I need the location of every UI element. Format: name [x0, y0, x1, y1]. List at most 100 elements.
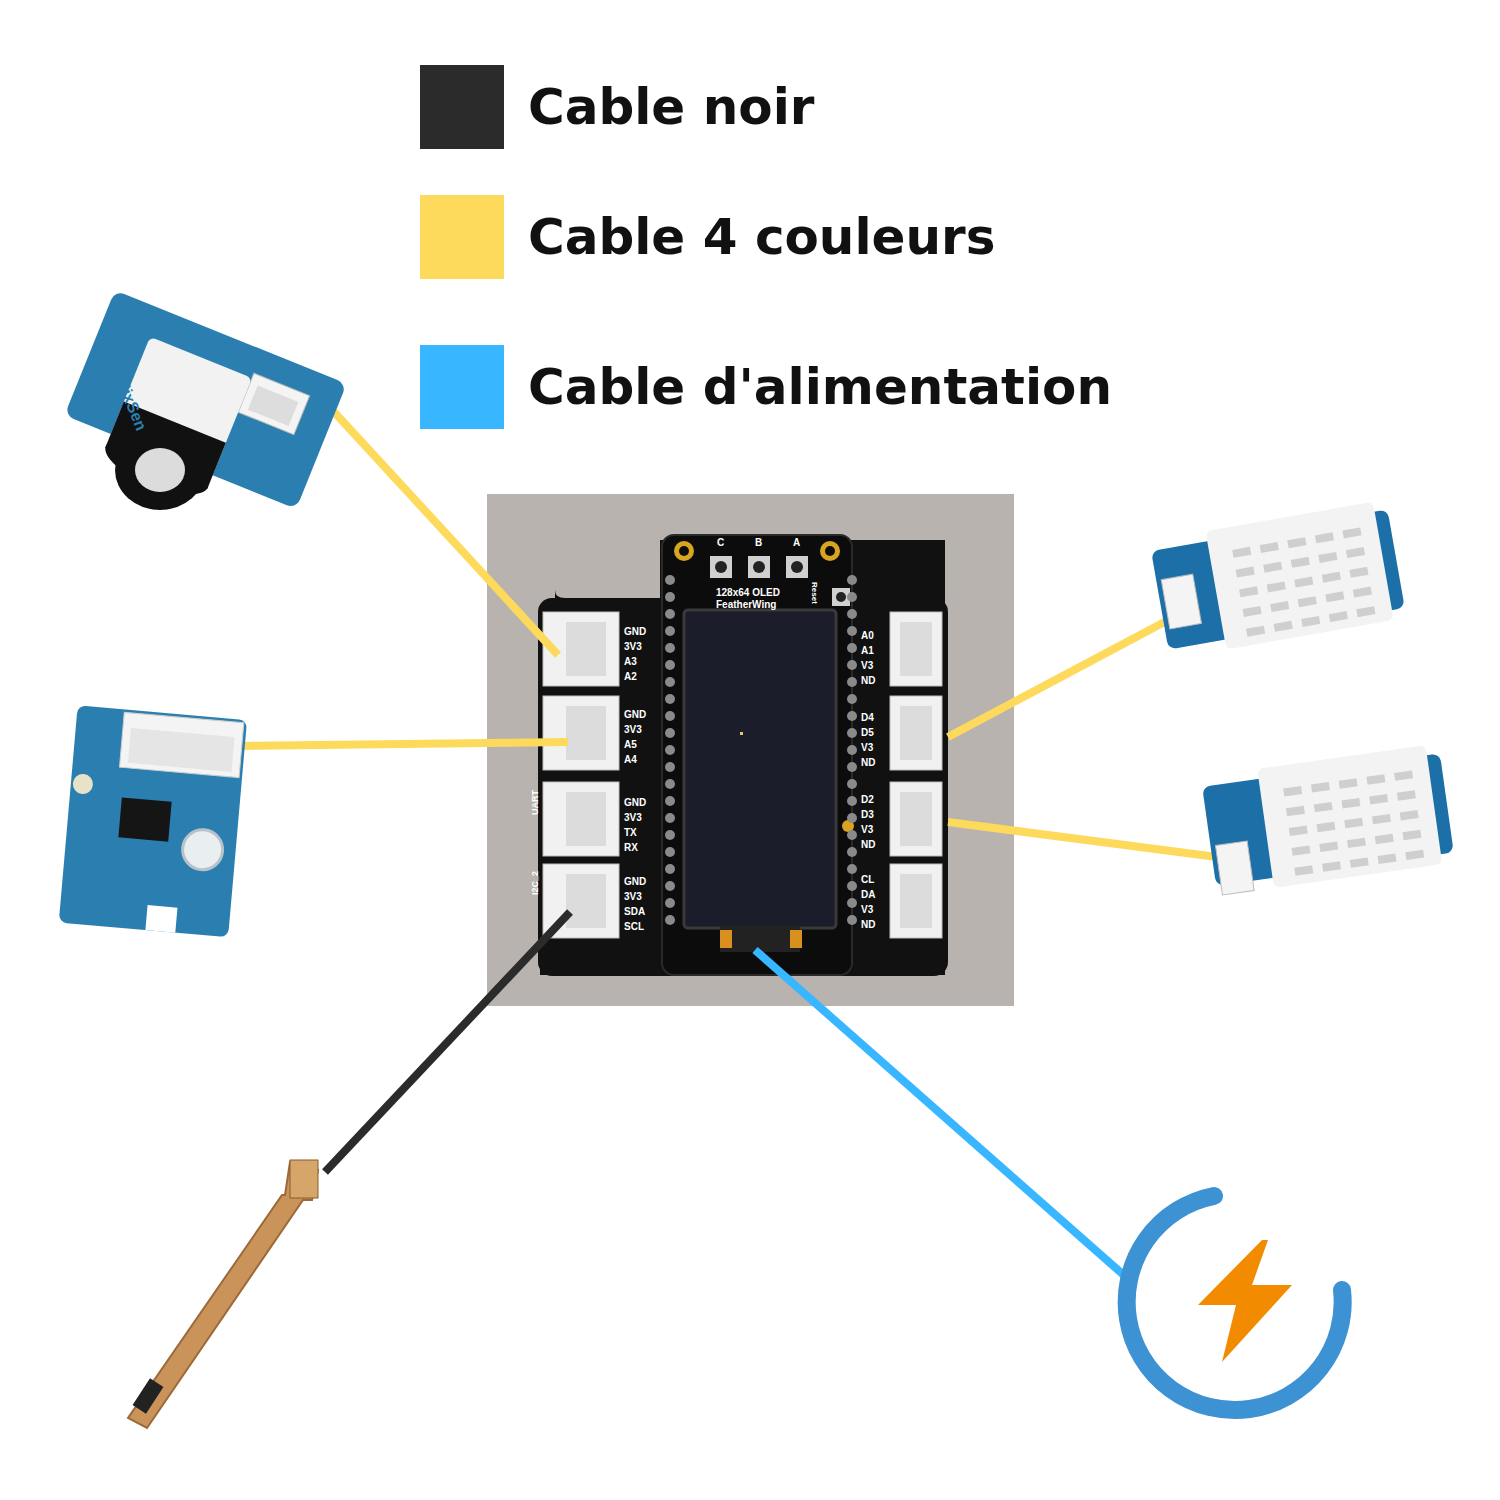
header-pin	[665, 898, 675, 908]
header-pin	[665, 575, 675, 585]
pin-label: ND	[861, 840, 875, 850]
pin-label: A5	[624, 740, 637, 750]
header-pin	[847, 796, 857, 806]
grove-port	[900, 792, 932, 846]
pin-label: GND	[624, 627, 646, 637]
sensor-grille	[1283, 786, 1302, 796]
pin-label: ND	[861, 676, 875, 686]
grove-port	[900, 874, 932, 928]
pin-label: 3V3	[624, 813, 642, 823]
gas-sensor	[52, 290, 347, 539]
header-pin	[847, 915, 857, 925]
sensor-grille	[1291, 557, 1310, 568]
sensor-grille	[1263, 562, 1282, 573]
sensor-grille	[1294, 865, 1313, 875]
pin-label: A3	[624, 657, 637, 667]
pin-label: 128x64 OLED	[716, 588, 780, 598]
sensor-grille	[1301, 616, 1320, 627]
header-pin	[665, 711, 675, 721]
sensor-grille	[1322, 861, 1341, 871]
light-sensor	[59, 705, 247, 937]
pin-label: C	[717, 538, 724, 548]
sensor-grille	[1350, 857, 1369, 867]
grove-port	[566, 792, 606, 846]
push-buttons	[710, 556, 850, 606]
pin-label: RX	[624, 843, 638, 853]
pin-label: A2	[624, 672, 637, 682]
sensor-grille	[1378, 854, 1397, 864]
pin-label: 3V3	[624, 642, 642, 652]
header-pin	[847, 592, 857, 602]
grove-port	[890, 782, 942, 856]
sensor-grille	[1353, 587, 1372, 598]
sensor-grille	[1319, 842, 1338, 852]
mount-hole	[674, 541, 694, 561]
pin-label: A	[793, 538, 800, 548]
sensor-grille	[1318, 552, 1337, 563]
header-pin	[665, 864, 675, 874]
sensor-grille	[1349, 567, 1368, 578]
sensor-grille	[1267, 581, 1286, 592]
grove-port	[543, 782, 619, 856]
power-cable	[755, 950, 1135, 1285]
sensor-grille	[1356, 606, 1375, 617]
sensor-grille	[1372, 814, 1391, 824]
sensor-grille	[1369, 794, 1388, 804]
header-pin	[847, 609, 857, 619]
header-pin	[847, 779, 857, 789]
sensor-grille	[1315, 532, 1334, 543]
yellow-cable	[948, 618, 1172, 737]
pin-label: ND	[861, 758, 875, 768]
legend-text: Cable 4 couleurs	[528, 212, 996, 262]
carrier-board	[538, 598, 948, 976]
pin-label: V3	[861, 825, 873, 835]
pin-label: SCL	[624, 922, 644, 932]
header-pin	[665, 626, 675, 636]
pin-label: DA	[861, 890, 875, 900]
pin-label: GND	[624, 710, 646, 720]
flex-sensor	[128, 1160, 318, 1428]
sensor-grille	[1292, 845, 1311, 855]
pin-label: CL	[861, 875, 874, 885]
pin-label: FeatherWing	[716, 600, 776, 610]
sensor-grille	[1397, 790, 1416, 800]
grove-port	[543, 696, 619, 770]
sensor-grille	[1329, 611, 1348, 622]
oled-screen	[684, 610, 836, 928]
header-pin	[665, 694, 675, 704]
flex-connector	[720, 930, 732, 948]
grove-port	[890, 612, 942, 686]
photo-ground	[487, 494, 1014, 1006]
header-pin	[847, 745, 857, 755]
header-pin	[847, 830, 857, 840]
legend-swatch	[420, 65, 504, 149]
black-cable	[325, 912, 570, 1172]
sensor-grille	[1232, 547, 1251, 558]
sensor-grille	[1322, 572, 1341, 583]
sensor-grille	[1289, 826, 1308, 836]
featherwing	[662, 535, 852, 975]
pin-label: Reset	[810, 582, 818, 604]
header-pin	[665, 796, 675, 806]
header-pin	[665, 779, 675, 789]
pin-label: D5	[861, 728, 874, 738]
grove-port	[566, 874, 606, 928]
header-pin	[847, 762, 857, 772]
sensor-grille	[1311, 782, 1330, 792]
header-pin	[665, 728, 675, 738]
pin-label: UART	[531, 790, 540, 815]
pin-label: D2	[861, 795, 874, 805]
header-pin	[847, 898, 857, 908]
sensor-grille	[1317, 822, 1336, 832]
pin-label: ND	[861, 920, 875, 930]
header-pin	[665, 813, 675, 823]
screen-pixel	[740, 732, 743, 735]
pin-label: A4	[624, 755, 637, 765]
sensor-grille	[1400, 810, 1419, 820]
grove-port	[566, 622, 606, 676]
yellow-cable	[235, 742, 568, 746]
sensor-filter	[135, 448, 185, 492]
sensor-grille	[1344, 818, 1363, 828]
sensor-grille	[1294, 577, 1313, 588]
pin-label: TX	[624, 828, 637, 838]
